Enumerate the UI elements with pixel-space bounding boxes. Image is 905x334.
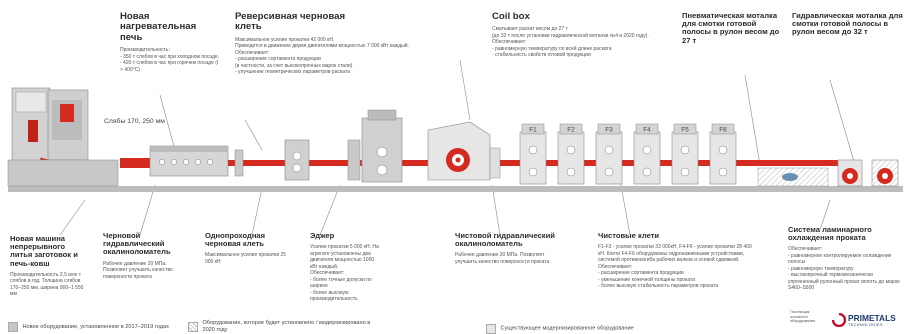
caster-title: Новая машина непрерывного литья заготово… xyxy=(10,234,78,268)
cooling-table xyxy=(757,167,829,187)
legend-planned-swatch xyxy=(188,321,198,332)
legend-existing-swatch xyxy=(486,323,496,334)
stand-label-f1: F1 xyxy=(529,127,537,134)
legend-planned-label: Оборудование, которое будет установлено … xyxy=(202,320,371,333)
legend-new-label: Новое оборудование, установленное в 2017… xyxy=(22,323,169,330)
stand-label-f5: F5 xyxy=(681,127,689,134)
supplier: Поставщик основного оборудования PRIMETA… xyxy=(790,310,903,332)
finishing-title: Чистовые клети xyxy=(598,231,660,240)
pneumatic-title: Пневматическая моталка для смотки готово… xyxy=(682,11,780,45)
single-stand-callout: Однопроходная черновая клеть Максимально… xyxy=(205,231,295,265)
legend-existing: Существующее модернизированное оборудова… xyxy=(486,320,716,334)
finishing-callout: Чистовые клети F1-F3 - усилие прокатки 3… xyxy=(598,231,753,290)
coilbox-desc: Сматывает раскат весом до 27 т (до 32 т … xyxy=(492,26,649,59)
slabs-label: Слябы 170, 250 мм xyxy=(104,118,165,125)
pneumatic-coiler xyxy=(837,159,863,187)
slab xyxy=(120,158,150,168)
cooling-title: Система ламинарного охлаждения проката xyxy=(788,225,872,243)
finishing-stand-f1: F1 xyxy=(519,123,547,185)
furnace-desc: Производительность: - 350 т слябов в час… xyxy=(120,47,220,73)
finish-descaler-unit xyxy=(489,147,501,179)
single-stand-title: Однопроходная черновая клеть xyxy=(205,231,266,249)
edger-callout: Эджер Усилие прокатки 5 000 кН. На агрег… xyxy=(310,231,380,303)
stand-label-f2: F2 xyxy=(567,127,575,134)
coil-box-unit xyxy=(427,121,491,181)
rough-descaler-title: Черновой гидравлический окалиноломатель xyxy=(103,231,171,257)
caster-machine xyxy=(7,87,119,187)
legend-existing-label: Существующее модернизированное оборудова… xyxy=(500,325,634,332)
rough-descaler-callout: Черновой гидравлический окалиноломатель … xyxy=(103,231,185,280)
reversing-desc: Максимальное усилие прокатки 42 000 кН. … xyxy=(235,36,409,76)
edger-desc: Усилие прокатки 5 000 кН. На агрегате ус… xyxy=(310,244,379,303)
finish-descaler-title: Чистовой гидравлический окалиноломатель xyxy=(455,231,555,249)
finishing-desc: F1-F3 - усилие прокатки 33 000кН, F4-F6 … xyxy=(598,244,752,290)
rough-descaler-unit xyxy=(234,149,244,177)
caster-callout: Новая машина непрерывного литья заготово… xyxy=(10,234,85,298)
finishing-stands: F1 F2 F3 F4 F5 F6 xyxy=(519,123,737,185)
finishing-stand-f4: F4 xyxy=(633,123,661,185)
furnace-callout: Новая нагревательная печь Производительн… xyxy=(120,11,220,73)
finish-descaler-desc: Рабочее давление 20 МПа. Позволяет улучш… xyxy=(455,252,550,265)
rough-descaler-desc: Рабочее давление 20 МПа. Позволяет улучш… xyxy=(103,260,173,280)
caster-desc: Производительность 2,5 млн т слябов в го… xyxy=(10,271,84,298)
stand-label-f6: F6 xyxy=(719,127,727,134)
finishing-stand-f6: F6 xyxy=(709,123,737,185)
supplier-label: Поставщик основного оборудования xyxy=(790,310,815,324)
finishing-stand-f2: F2 xyxy=(557,123,585,185)
hydraulic-coiler xyxy=(871,159,899,187)
reheating-furnace xyxy=(149,145,229,177)
floor xyxy=(8,186,903,192)
cooling-desc: Обеспечивает: - равномерное контролируем… xyxy=(788,246,900,292)
legend-new-swatch xyxy=(8,321,18,332)
cooling-callout: Система ламинарного охлаждения проката О… xyxy=(788,225,903,292)
legend: Новое оборудование, установленное в 2017… xyxy=(8,318,634,334)
reversing-stand xyxy=(347,109,403,183)
reversing-callout: Реверсивная черновая клеть Максимальное … xyxy=(235,11,445,76)
legend-planned: Оборудование, которое будет установлено … xyxy=(188,318,388,334)
finishing-stand-f5: F5 xyxy=(671,123,699,185)
finish-descaler-callout: Чистовой гидравлический окалиноломатель … xyxy=(455,231,555,265)
furnace-title: Новая нагревательная печь xyxy=(120,11,197,43)
legend-new: Новое оборудование, установленное в 2017… xyxy=(8,318,178,334)
pneumatic-callout: Пневматическая моталка для смотки готово… xyxy=(682,11,782,45)
single-stand-desc: Максимальное усилие прокатки 25 000 кН xyxy=(205,252,287,265)
supplier-brand-sub: TECHNOLOGIES xyxy=(848,323,883,327)
hydraulic-callout: Гидравлическая моталка для смотки готово… xyxy=(792,11,904,37)
stand-label-f3: F3 xyxy=(605,127,613,134)
single-pass-stand xyxy=(284,139,310,181)
stand-label-f4: F4 xyxy=(643,127,651,134)
primetals-logo-icon xyxy=(832,313,846,327)
coilbox-callout: Coil box Сматывает раскат весом до 27 т … xyxy=(492,11,662,59)
edger-title: Эджер xyxy=(310,231,335,240)
finishing-stand-f3: F3 xyxy=(595,123,623,185)
supplier-brand: PRIMETALS xyxy=(848,313,896,323)
coilbox-title: Coil box xyxy=(492,11,530,22)
hydraulic-title: Гидравлическая моталка для смотки готово… xyxy=(792,11,903,37)
reversing-title: Реверсивная черновая клеть xyxy=(235,11,346,33)
